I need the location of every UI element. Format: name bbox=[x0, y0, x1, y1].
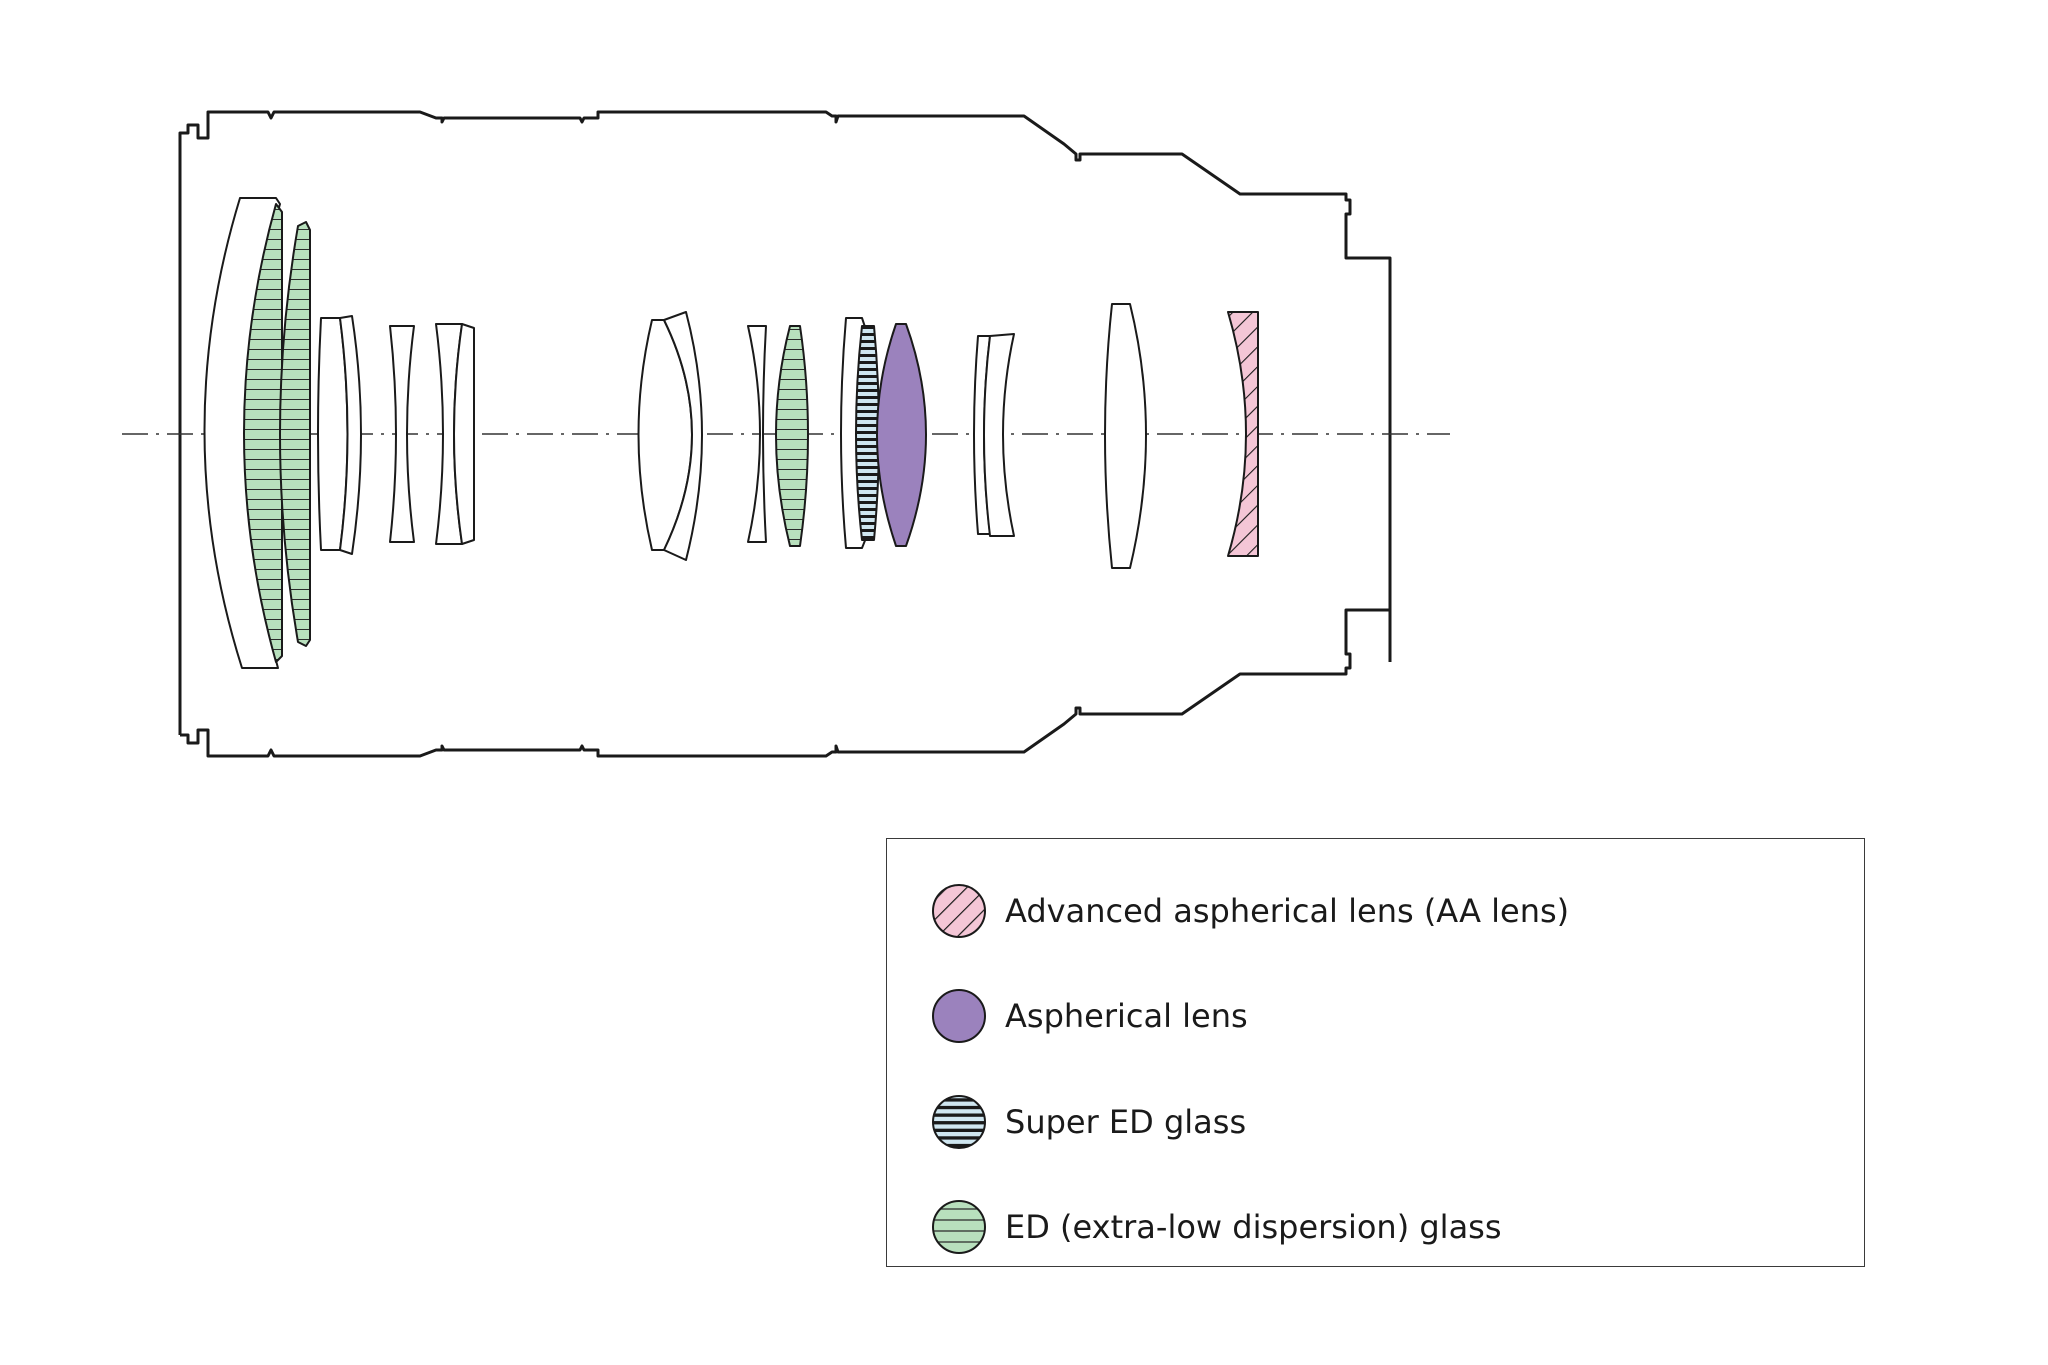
ed-icon bbox=[932, 1200, 986, 1254]
lens-element-5 bbox=[339, 315, 362, 555]
lens-element-17 bbox=[983, 333, 1015, 537]
lens-element-8 bbox=[453, 323, 475, 545]
lens-group-3 bbox=[973, 303, 1147, 569]
legend-item-aa-lens: Advanced aspherical lens (AA lens) bbox=[887, 879, 1864, 939]
aa-icon bbox=[932, 884, 986, 938]
lens-element-11 bbox=[747, 325, 767, 543]
legend-box: Advanced aspherical lens (AA lens) Asphe… bbox=[886, 838, 1865, 1267]
lens-element-6 bbox=[389, 325, 415, 543]
lens-element-3-ed bbox=[279, 221, 311, 647]
legend-item-ed: ED (extra-low dispersion) glass bbox=[887, 1195, 1864, 1255]
legend-item-super-ed: Super ED glass bbox=[887, 1090, 1864, 1150]
lens-element-19-aa bbox=[1227, 311, 1259, 557]
barrel-bottom-outline bbox=[180, 606, 1392, 758]
barrel-top-outline bbox=[178, 110, 1392, 735]
lens-group-2 bbox=[637, 311, 927, 561]
legend-label-aspherical: Aspherical lens bbox=[1005, 997, 1248, 1035]
super-ed-icon bbox=[932, 1095, 986, 1149]
legend-item-aspherical: Aspherical lens bbox=[887, 984, 1864, 1044]
aspherical-icon bbox=[932, 989, 986, 1043]
lens-element-10 bbox=[663, 311, 703, 561]
legend-label-ed: ED (extra-low dispersion) glass bbox=[1005, 1208, 1502, 1246]
lens-group-4 bbox=[1227, 311, 1259, 557]
lens-element-18 bbox=[1104, 303, 1147, 569]
legend-label-aa-lens: Advanced aspherical lens (AA lens) bbox=[1005, 892, 1570, 930]
lens-group-1 bbox=[203, 197, 475, 669]
lens-element-15-aspherical bbox=[876, 323, 927, 547]
lens-element-2-ed bbox=[243, 203, 283, 663]
legend-label-super-ed: Super ED glass bbox=[1005, 1103, 1247, 1141]
lens-element-12-ed bbox=[775, 325, 809, 547]
lens-element-14-super-ed bbox=[855, 325, 880, 541]
